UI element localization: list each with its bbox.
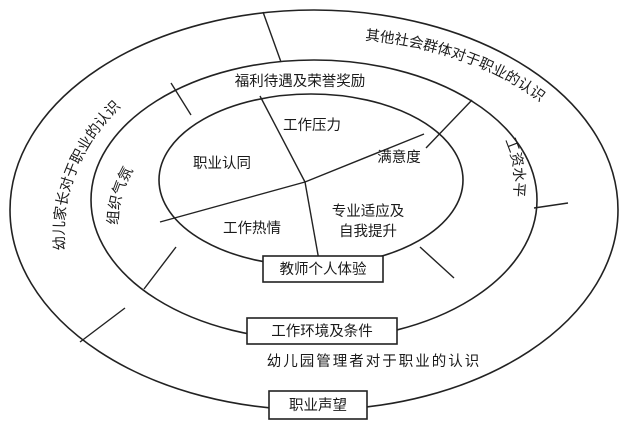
middle-divider-bottom-right xyxy=(419,246,455,279)
middle-divider-left xyxy=(170,82,192,116)
core-divider-4 xyxy=(304,181,321,267)
prestige-box: 职业声望 xyxy=(268,390,368,420)
personal-experience-box: 教师个人体验 xyxy=(262,255,384,283)
prestige-label: 职业声望 xyxy=(289,396,347,414)
outer-divider-bottom-left xyxy=(79,307,126,343)
core-divider-2 xyxy=(304,133,425,183)
adaptation-label-line2: 自我提升 xyxy=(339,223,397,240)
work-environment-label: 工作环境及条件 xyxy=(271,322,373,340)
outer-divider-top xyxy=(262,11,282,63)
outer-divider-right xyxy=(533,202,569,209)
core-divider-1 xyxy=(259,95,306,183)
middle-divider-bottom-left xyxy=(143,246,177,290)
satisfaction-label: 满意度 xyxy=(377,148,421,166)
core-divider-3 xyxy=(159,181,306,223)
identity-label: 职业认同 xyxy=(193,155,251,172)
managers-label: 幼儿园管理者对于职业的认识 xyxy=(267,353,482,370)
passion-label: 工作热情 xyxy=(223,220,281,237)
personal-experience-label: 教师个人体验 xyxy=(280,261,367,278)
middle-divider-right xyxy=(425,99,473,149)
welfare-label: 福利待遇及荣誉奖励 xyxy=(235,73,366,90)
work-environment-box: 工作环境及条件 xyxy=(246,317,398,345)
pressure-label: 工作压力 xyxy=(283,117,341,134)
adaptation-label-line1: 专业适应及 xyxy=(332,202,405,220)
